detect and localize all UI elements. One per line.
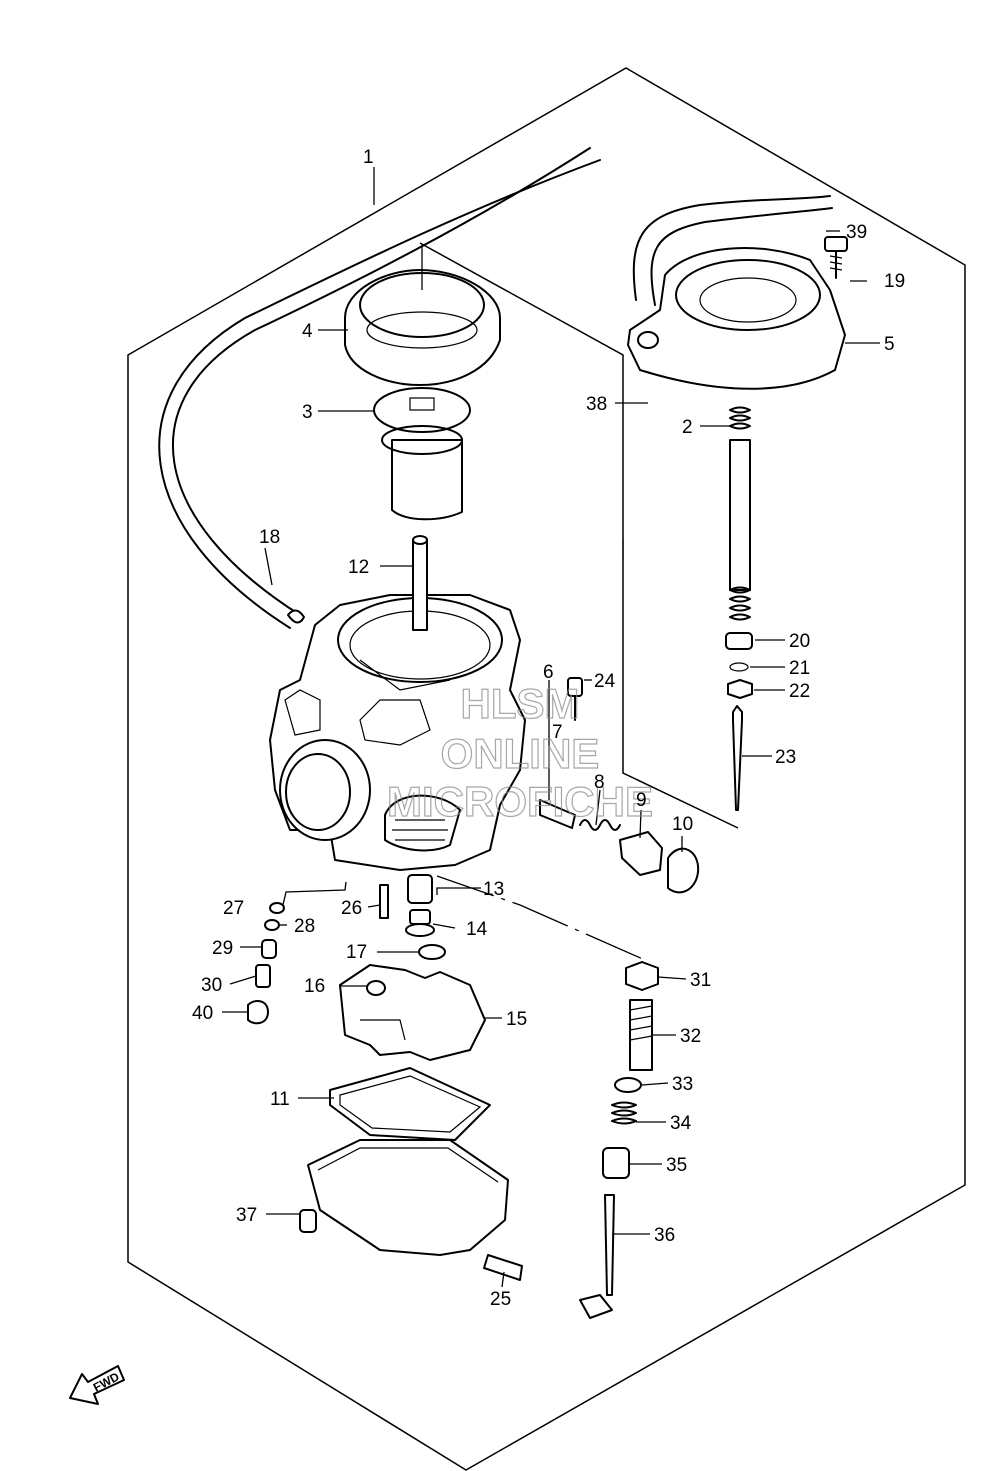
subassembly-bracket <box>419 242 739 829</box>
float-assembly <box>339 964 486 1061</box>
part-label-16: 16 <box>304 976 325 997</box>
part-label-39: 39 <box>846 222 867 243</box>
watermark-line-1: HLSM <box>461 680 580 727</box>
part-label-13: 13 <box>483 879 504 900</box>
float-chamber <box>299 1139 523 1281</box>
part-label-7: 7 <box>552 722 563 743</box>
part-label-22: 22 <box>789 681 810 702</box>
part-label-12: 12 <box>348 557 369 578</box>
watermark-line-2: ONLINE <box>441 730 600 777</box>
part-label-11: 11 <box>270 1089 290 1110</box>
left-small-parts <box>247 884 389 1025</box>
part-label-25: 25 <box>490 1289 511 1310</box>
part-label-9: 9 <box>636 790 647 811</box>
cover-screw <box>824 236 848 279</box>
part-label-33: 33 <box>672 1074 693 1095</box>
watermark-line-3: MICROFICHE <box>387 778 653 825</box>
part-label-37: 37 <box>236 1205 257 1226</box>
part-label-1: 1 <box>363 147 374 168</box>
part-label-28: 28 <box>294 916 315 937</box>
vent-hose <box>632 195 833 306</box>
part-label-15: 15 <box>506 1009 527 1030</box>
part-label-5: 5 <box>884 334 895 355</box>
part-label-3: 3 <box>302 402 313 423</box>
part-label-21: 21 <box>789 658 810 679</box>
part-label-27: 27 <box>223 898 244 919</box>
top-cover <box>627 247 846 390</box>
part-label-38: 38 <box>586 394 607 415</box>
leader-lines <box>222 167 880 1288</box>
watermark: HLSM ONLINE MICROFICHE <box>386 679 653 825</box>
part-label-24: 24 <box>594 671 616 692</box>
main-jet-group <box>405 874 446 960</box>
part-label-4: 4 <box>302 321 313 342</box>
part-label-20: 20 <box>789 631 810 652</box>
part-label-30: 30 <box>201 975 222 996</box>
needle-jet <box>412 535 428 631</box>
carburetor-body <box>269 594 526 871</box>
pilot-screw-group <box>539 677 700 894</box>
float-bowl-gasket <box>329 1067 491 1141</box>
part-label-6: 6 <box>543 662 554 683</box>
part-label-2: 2 <box>682 417 693 438</box>
part-labels: 1 2 3 4 5 6 7 8 9 10 11 12 13 14 15 16 1… <box>192 147 905 1310</box>
part-label-19: 19 <box>884 271 905 292</box>
part-label-10: 10 <box>672 814 693 835</box>
part-label-35: 35 <box>666 1155 687 1176</box>
part-label-26: 26 <box>341 898 362 919</box>
assembly-frame <box>127 67 966 1471</box>
part-label-29: 29 <box>212 938 233 959</box>
part-label-17: 17 <box>346 942 367 963</box>
spring-needle-set <box>725 406 753 811</box>
piston-valve <box>373 387 471 521</box>
part-label-31: 31 <box>690 970 711 991</box>
part-label-32: 32 <box>680 1026 701 1047</box>
part-label-8: 8 <box>594 772 605 793</box>
part-label-18: 18 <box>259 527 280 548</box>
fuel-hose <box>158 147 601 629</box>
part-label-34: 34 <box>670 1113 692 1134</box>
part-label-36: 36 <box>654 1225 675 1246</box>
part-label-40: 40 <box>192 1003 213 1024</box>
fwd-arrow-icon: FWD <box>69 1365 125 1405</box>
right-jet-stack <box>579 961 659 1319</box>
part-label-14: 14 <box>466 919 488 940</box>
part-label-23: 23 <box>775 747 796 768</box>
